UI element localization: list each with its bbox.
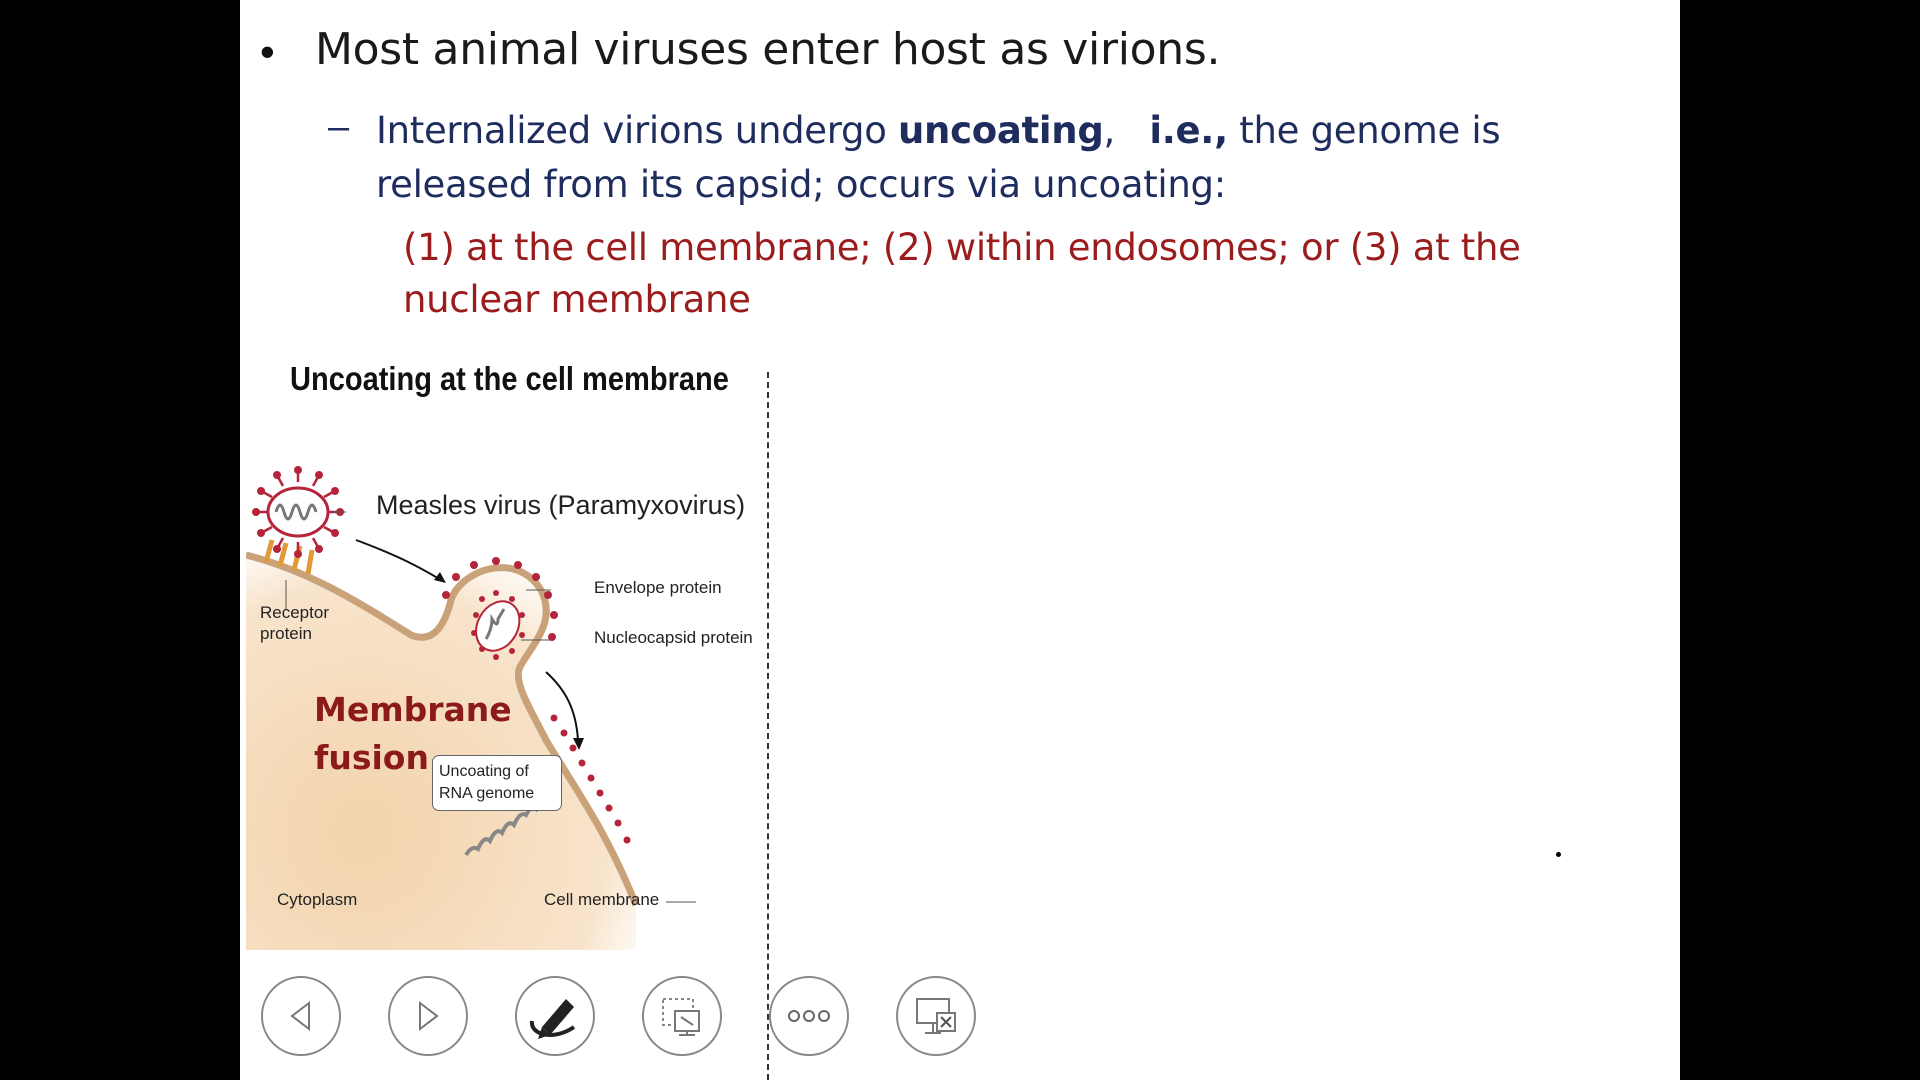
more-options-button[interactable] [769,976,849,1056]
sub-bullet: Internalized virions undergo uncoating, … [376,104,1636,212]
previous-icon [290,1000,310,1032]
receptor-protein-label: Receptor protein [260,602,329,644]
uncoating-rna-genome-box: Uncoating of RNA genome [432,755,562,811]
slide: • Most animal viruses enter host as viri… [240,0,1680,1080]
sub-bullet-dash: – [328,106,350,148]
sub-bullet-part2: , [1103,109,1150,152]
cell-membrane-label: Cell membrane [544,890,660,909]
pen-tool-button[interactable] [515,976,595,1056]
fusion-label-line1: Membrane [314,690,512,729]
arrow-to-spread [545,671,579,741]
next-icon [419,1000,439,1032]
envelope-protein-label: Envelope protein [594,578,722,597]
uncoating-label-line1: Uncoating of [439,763,529,780]
uncoating-figure: Measles virus (Paramyxovirus) Envelope p… [245,450,766,950]
main-bullet: Most animal viruses enter host as virion… [315,24,1221,75]
rna-genome [464,805,540,857]
bullet-dot: • [260,28,275,75]
sub-bullet-part1: Internalized virions undergo [376,109,899,152]
zoom-slide-icon [662,998,700,1036]
sub-bullet-bold-uncoating: uncoating [898,109,1104,152]
cytoplasm-label: Cytoplasm [277,890,358,909]
membrane-fusion-label: Membrane fusion [314,686,512,782]
sub-bullet-bold-ie: i.e., [1149,109,1228,152]
dashed-divider [767,372,769,1080]
spread-envelope-proteins [550,714,631,844]
next-slide-button[interactable] [388,976,468,1056]
end-show-button[interactable] [896,976,976,1056]
laser-pointer-dot [1556,852,1561,857]
nucleocapsid-protein-label: Nucleocapsid protein [594,628,753,647]
previous-slide-button[interactable] [261,976,341,1056]
fusing-virus [442,557,558,660]
arrow-to-fusion [355,539,442,581]
uncoating-label-line2: RNA genome [439,785,535,802]
virus-label: Measles virus (Paramyxovirus) [376,490,746,520]
zoom-slide-button[interactable] [642,976,722,1056]
fusion-label-line2: fusion [314,738,429,777]
more-options-icon [788,1010,830,1022]
end-show-icon [916,998,956,1034]
sub-bullet-part3: the genome is released from its capsid; … [376,109,1501,206]
uncoating-sites-text: (1) at the cell membrane; (2) within end… [403,226,1521,321]
figure-title: Uncoating at the cell membrane [290,360,729,397]
receptor-label-line1: Receptor [260,603,329,622]
receptor-label-line2: protein [260,624,312,643]
cytoplasm-region [246,555,636,950]
measles-virus [252,466,344,558]
pen-icon [530,999,576,1039]
figure-illustration [245,466,696,950]
